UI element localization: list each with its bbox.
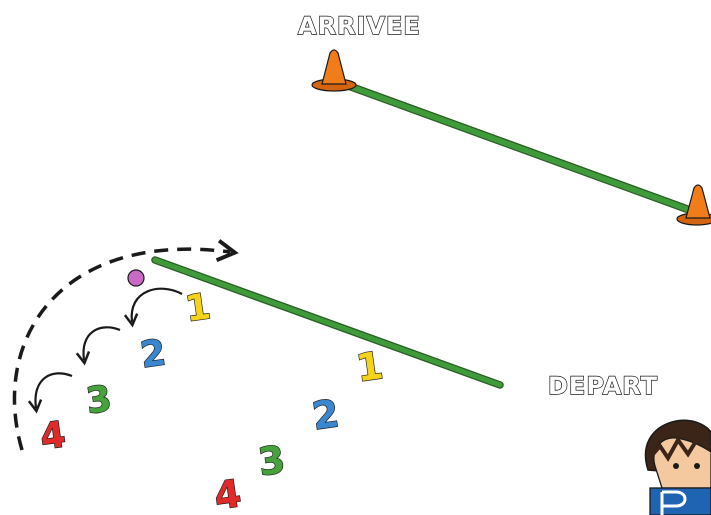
pass-arrow-1 (132, 289, 182, 322)
front-number-1: 1 (183, 286, 214, 330)
finish-label: ARRIVEE (298, 12, 421, 40)
pass-arrow-2 (83, 327, 120, 360)
front-number-2: 2 (138, 332, 169, 376)
back-number-4: 4 (211, 471, 243, 515)
back-number-3: 3 (255, 437, 287, 484)
cone-left (312, 50, 356, 91)
front-number-3: 3 (84, 378, 115, 422)
start-label: DEPART (548, 372, 658, 400)
ball (128, 270, 144, 286)
cartoon-character-illustration (645, 420, 711, 515)
finish-line-fill (338, 82, 695, 212)
front-number-4: 4 (38, 414, 69, 458)
back-number-2: 2 (309, 391, 341, 438)
pass-arrow-3 (35, 373, 72, 408)
back-number-1: 1 (353, 343, 385, 390)
